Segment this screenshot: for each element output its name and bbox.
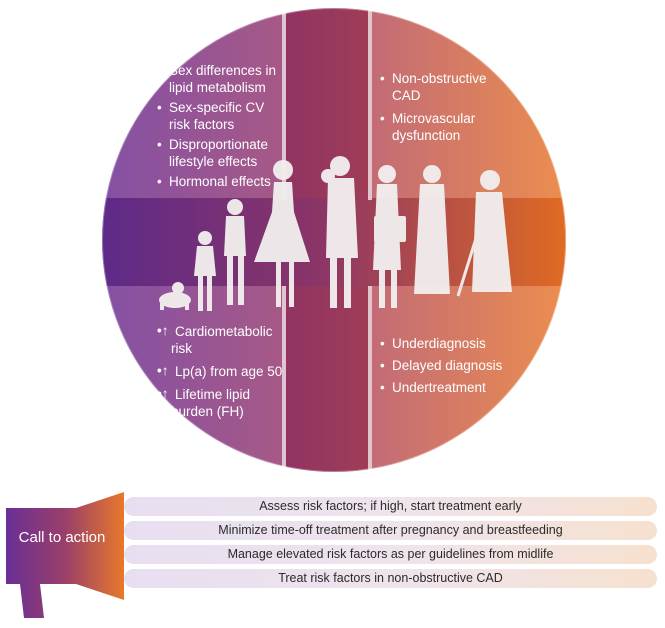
- list-item: •Underdiagnosis: [380, 336, 486, 351]
- up-arrow-icon: •↑: [157, 386, 169, 401]
- panel-lipid-factors: •Sex differences in lipid metabolism •Se…: [157, 62, 282, 193]
- action-bar: Manage elevated risk factors as per guid…: [124, 545, 657, 564]
- list-item: •Disproportionate lifestyle effects: [157, 137, 269, 169]
- action-bar: Minimize time-off treatment after pregna…: [124, 521, 657, 540]
- list-item: •Hormonal effects: [157, 174, 271, 189]
- female-lifecycle-silhouettes-icon: [159, 156, 512, 311]
- list-item: •Delayed diagnosis: [380, 358, 503, 373]
- panel-cad-factors: •Non-obstructive CAD •Microvascular dysf…: [380, 70, 500, 147]
- list-item: •Sex-specific CV risk factors: [157, 100, 265, 132]
- list-item: •↑Lp(a) from age 50: [157, 363, 283, 379]
- list-item: •↑Lifetime lipid burden (FH): [157, 386, 251, 419]
- list-item: •Microvascular dysfunction: [380, 111, 476, 143]
- up-arrow-icon: •↑: [157, 363, 169, 378]
- list-item: •Undertreatment: [380, 380, 486, 395]
- up-arrow-icon: •↑: [157, 323, 169, 338]
- call-to-action-label: Call to action: [18, 529, 106, 546]
- list-item: •Non-obstructive CAD: [380, 71, 487, 103]
- panel-care-gaps: •Underdiagnosis •Delayed diagnosis •Unde…: [380, 335, 510, 399]
- list-item: •Sex differences in lipid metabolism: [157, 63, 277, 95]
- action-bar: Treat risk factors in non-obstructive CA…: [124, 569, 657, 588]
- panel-risk-increases: •↑Cardiometabolic risk •↑Lp(a) from age …: [157, 323, 287, 423]
- megaphone-icon: [6, 492, 124, 618]
- action-bar: Assess risk factors; if high, start trea…: [124, 497, 657, 516]
- list-item: •↑Cardiometabolic risk: [157, 323, 273, 356]
